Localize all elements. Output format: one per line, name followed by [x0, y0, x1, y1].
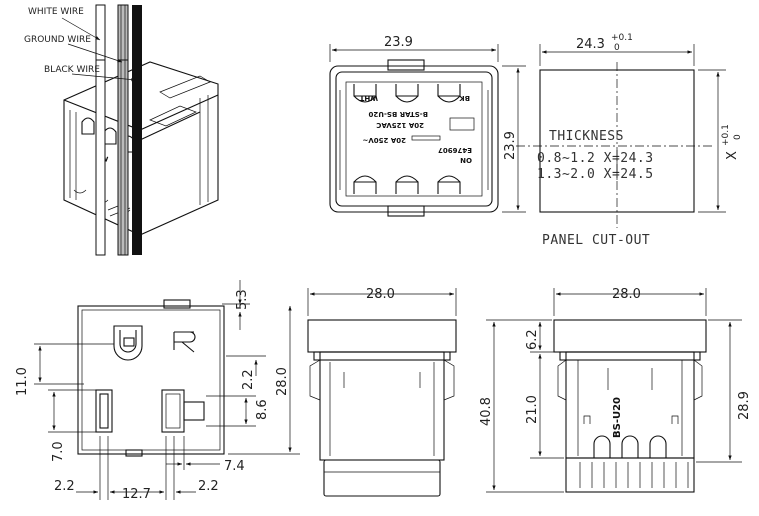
bottom-left-22-dim: 2.2	[54, 479, 75, 494]
thickness-row-1: 0.8~1.2 X=24.3	[537, 151, 654, 166]
bottom-top-offset-dim: 5.3	[235, 289, 250, 310]
panel-cutout-caption: PANEL CUT-OUT	[542, 233, 650, 248]
side-dim-289: 28.9	[737, 391, 752, 420]
panel-width-tol-upper: +0.1	[611, 33, 633, 43]
side-dim-408: 40.8	[479, 397, 494, 426]
top-view: BK WHT B-STAR BS-U20 20A 125VAC 20A 250V…	[329, 35, 526, 217]
switch-cert-label: E476907	[438, 146, 472, 154]
bottom-right-22-dim: 2.2	[198, 479, 219, 494]
white-wire-label: WHITE WIRE	[28, 7, 84, 17]
panel-width-tol-lower: 0	[614, 43, 620, 53]
thickness-title: THICKNESS	[549, 129, 624, 144]
bottom-ground-dia-dim: 11.0	[15, 367, 30, 396]
bottom-spacing-dim: 12.7	[122, 487, 151, 502]
black-wire-label: BLACK WIRE	[44, 65, 100, 75]
switch-bk-label: BK	[459, 94, 470, 102]
front-width-dim: 28.0	[366, 287, 395, 302]
bottom-slot-74-dim: 7.4	[224, 459, 245, 474]
top-width-dim: 23.9	[384, 35, 413, 50]
thickness-row-2: 1.3~2.0 X=24.5	[537, 167, 654, 182]
bottom-offset-22-dim: 2.2	[241, 369, 256, 390]
side-model-label: BS-U20	[612, 397, 623, 438]
side-dim-62: 6.2	[525, 329, 540, 350]
panel-cutout: 24.3 +0.1 0 X +0.1 0 THICKNESS 0.8~1.2 X…	[516, 33, 743, 248]
bottom-slot-86-dim: 8.6	[255, 399, 270, 420]
side-dim-210: 21.0	[525, 395, 540, 424]
switch-model-label: B-STAR BS-U20	[368, 110, 428, 118]
switch-rating2-label: 20A 250V~	[362, 136, 406, 144]
ground-wire-label: GROUND WIRE	[24, 35, 91, 45]
panel-height-dim: X	[725, 151, 740, 160]
front-view: 28.0	[307, 287, 457, 497]
bottom-height-dim: 28.0	[275, 367, 290, 396]
panel-height-tol-lower: 0	[733, 134, 743, 140]
side-width-dim: 28.0	[612, 287, 641, 302]
bottom-slot-70-dim: 7.0	[51, 441, 66, 462]
panel-height-tol-upper: +0.1	[721, 124, 731, 146]
top-height-dim: 23.9	[503, 131, 518, 160]
side-view: BS-U20 28.0 40.8 6.2 21.0 28.9	[479, 287, 752, 493]
switch-wht-label: WHT	[359, 94, 378, 102]
bottom-view: 28.0 5.3 2.2 11.0 8.6 7.0 7.4 2.2 12.7 2…	[15, 280, 300, 502]
switch-rating-label: 20A 125VAC	[376, 121, 424, 129]
isometric-view: ON WHITE WIRE GROUND WIRE BLACK WIRE	[24, 4, 219, 256]
switch-on-label: ON	[460, 156, 472, 164]
panel-width-dim: 24.3	[576, 37, 605, 52]
